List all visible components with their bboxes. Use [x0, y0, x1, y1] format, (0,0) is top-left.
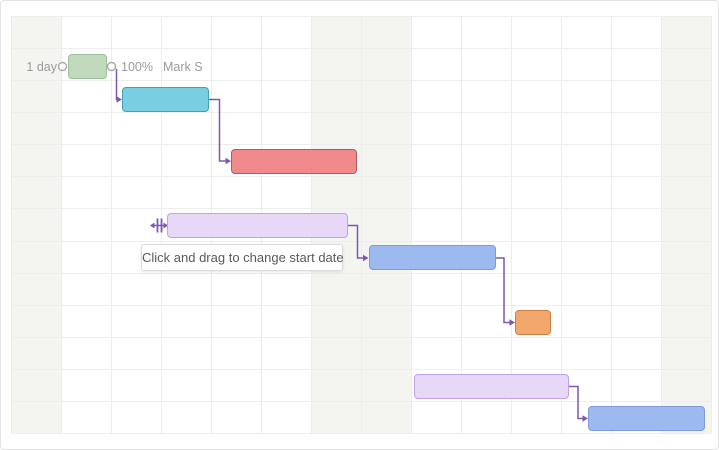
task-bar-lavender-1[interactable]	[167, 213, 348, 238]
grid-horizontal-line	[11, 144, 711, 146]
grid-horizontal-line	[11, 369, 711, 371]
link-lavender2-to-blue2[interactable]	[569, 385, 585, 420]
weekend-column	[661, 15, 711, 434]
grid-vertical-line	[411, 15, 412, 434]
task-assignee-label: Mark S	[162, 60, 203, 74]
grid-horizontal-line	[11, 337, 711, 338]
grid-horizontal-line	[11, 401, 711, 403]
task-meta-labels: 100% Mark S	[121, 60, 203, 74]
grid-vertical-line	[61, 15, 62, 434]
grid-vertical-line	[111, 15, 112, 434]
link-green-to-teal[interactable]	[115, 69, 119, 101]
grid-horizontal-line	[11, 79, 711, 81]
task-bar-teal[interactable]	[122, 87, 209, 112]
grid-horizontal-line	[11, 304, 711, 306]
grid-horizontal-line	[11, 111, 711, 113]
task-progress-label: 100%	[121, 60, 153, 74]
weekend-column	[11, 15, 61, 434]
task-duration-label: 1 day	[26, 60, 57, 74]
grid-horizontal-line	[11, 208, 711, 210]
grid-vertical-line	[561, 15, 562, 434]
drag-start-date-handle-icon[interactable]	[150, 218, 168, 233]
grid-horizontal-line	[11, 176, 711, 178]
drag-start-date-tooltip: Click and drag to change start date	[141, 244, 344, 271]
task-bar-red[interactable]	[231, 148, 357, 174]
task-bar-blue-2[interactable]	[588, 406, 705, 431]
grid-horizontal-line	[11, 433, 711, 435]
grid-horizontal-line	[11, 272, 711, 274]
grid-vertical-line	[11, 15, 12, 434]
task-bar-lavender-2[interactable]	[414, 374, 569, 399]
grid-vertical-line	[161, 15, 162, 434]
grid-vertical-line	[461, 15, 462, 434]
grid-vertical-line	[511, 15, 512, 434]
grid-horizontal-line	[11, 47, 711, 49]
grid-vertical-line	[661, 15, 662, 434]
grid-horizontal-line	[11, 240, 711, 242]
grid-vertical-line	[711, 15, 712, 434]
weekend-column	[361, 15, 411, 434]
task-bar-green[interactable]	[67, 54, 107, 79]
grid-vertical-line	[611, 15, 612, 434]
grid-horizontal-line	[11, 15, 711, 17]
task-bar-orange[interactable]	[515, 310, 551, 335]
grid-vertical-line	[361, 15, 362, 434]
task-bar-blue-1[interactable]	[368, 245, 496, 270]
link-blue1-to-orange[interactable]	[496, 257, 512, 324]
